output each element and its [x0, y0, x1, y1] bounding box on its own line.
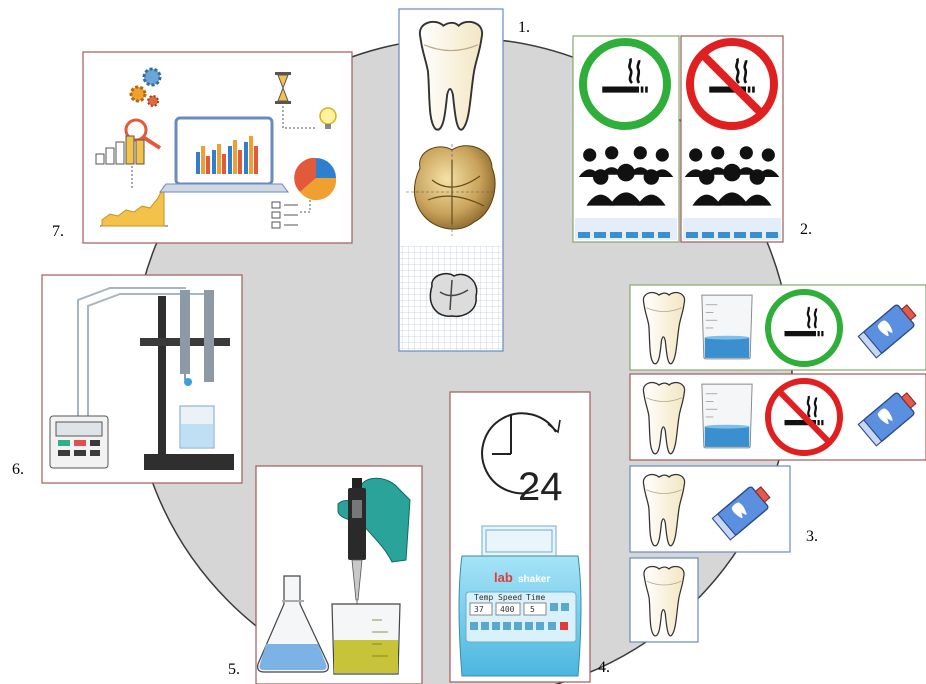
shaker-time-value: 5 — [530, 605, 535, 614]
smoking-allowed-icon — [583, 42, 667, 126]
step1-label: 1. — [518, 19, 530, 36]
step4-incubation: 24 lab shaker Temp Speed Time 37 400 5 — [450, 392, 590, 682]
beaker-icon — [702, 384, 752, 448]
tooth-section-icon — [430, 274, 476, 317]
shaker-speed-value: 400 — [500, 605, 515, 614]
shaker-header-speed: Speed — [498, 593, 522, 602]
smoking-allowed-icon — [768, 292, 840, 364]
beaker-row — [683, 218, 781, 240]
beaker-icon — [702, 295, 752, 359]
ph-meter-icon — [50, 416, 108, 468]
step7-label: 7. — [52, 223, 64, 240]
shaker-temp-value: 37 — [474, 605, 484, 614]
step2-smoking-groups — [573, 36, 783, 242]
step7-analysis — [83, 52, 352, 243]
step4-label: 4. — [598, 659, 610, 676]
no-smoking-icon — [768, 381, 840, 453]
shaker-brand-lab: lab — [494, 570, 513, 585]
laptop-icon — [160, 118, 288, 192]
step5-label: 5. — [228, 661, 240, 678]
shaker-header-time: Time — [526, 593, 545, 602]
no-smoking-icon — [690, 42, 774, 126]
step3-label: 3. — [806, 528, 818, 545]
shaker-header-temp: Temp — [474, 593, 493, 602]
step6-measurement — [42, 275, 242, 483]
beaker-row — [575, 218, 677, 240]
step2-label: 2. — [800, 221, 812, 238]
step5-pipetting — [256, 466, 422, 684]
step6-label: 6. — [12, 461, 24, 478]
step1-tooth-samples — [399, 9, 503, 351]
timer-label: 24 — [518, 465, 563, 509]
beaker-yellow-icon — [332, 604, 400, 674]
shaker-brand-text: shaker — [518, 574, 550, 585]
